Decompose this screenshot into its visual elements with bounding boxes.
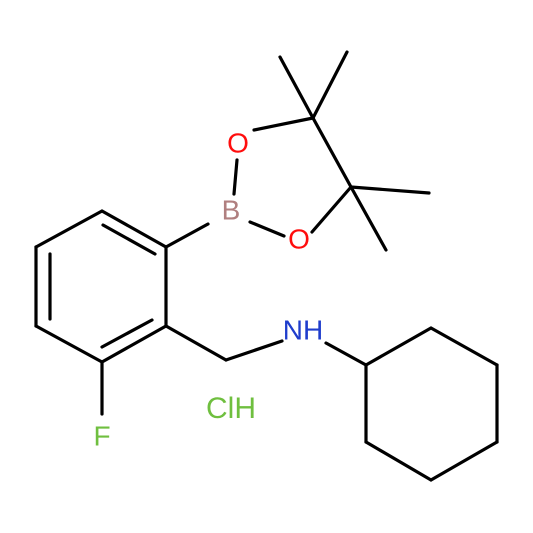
bond-ring-methylene	[164, 324, 228, 362]
atom-oxygen-top: O	[227, 127, 249, 158]
bond-oxygen-bottom-carbon	[310, 185, 353, 234]
bond-cyclohexane-2	[429, 326, 499, 367]
bond-ring-boron	[164, 222, 210, 249]
benzene-ring	[34, 209, 168, 364]
bond-cyclohexane-4	[429, 440, 499, 482]
bond-ring-double-b	[100, 318, 154, 349]
bond-ring-3	[100, 324, 168, 364]
atom-fluorine: F	[93, 420, 110, 451]
atom-oxygen-bottom: O	[288, 223, 310, 254]
bond-boron-oxygen-top	[232, 158, 239, 196]
bond-carbon-carbon	[311, 116, 353, 189]
bond-boron-oxygen-bottom	[248, 220, 286, 238]
bond-ring-6	[34, 209, 104, 249]
salt-label: ClH	[206, 392, 256, 425]
bond-methylene-nitrogen	[224, 339, 284, 362]
bond-ring-double-a	[101, 223, 157, 256]
bond-oxygen-top-carbon	[252, 116, 315, 132]
bond-ring-4	[34, 324, 104, 364]
dioxaborolane-ring	[232, 116, 353, 238]
atom-nitrogen: NH	[283, 314, 323, 345]
bond-methyl-3	[349, 185, 431, 195]
bond-nitrogen-cyclohexyl	[324, 341, 368, 367]
bond-cyclohexane-1	[364, 326, 433, 367]
bond-cyclohexane-5	[364, 440, 433, 482]
cyclohexane-ring	[364, 326, 499, 482]
bond-ring-1	[100, 209, 168, 249]
atom-boron: B	[222, 194, 241, 225]
bond-methyl-2	[311, 50, 349, 120]
methyl-groups	[278, 50, 431, 252]
bond-methyl-1	[278, 55, 315, 120]
bond-methyl-4	[349, 185, 388, 252]
